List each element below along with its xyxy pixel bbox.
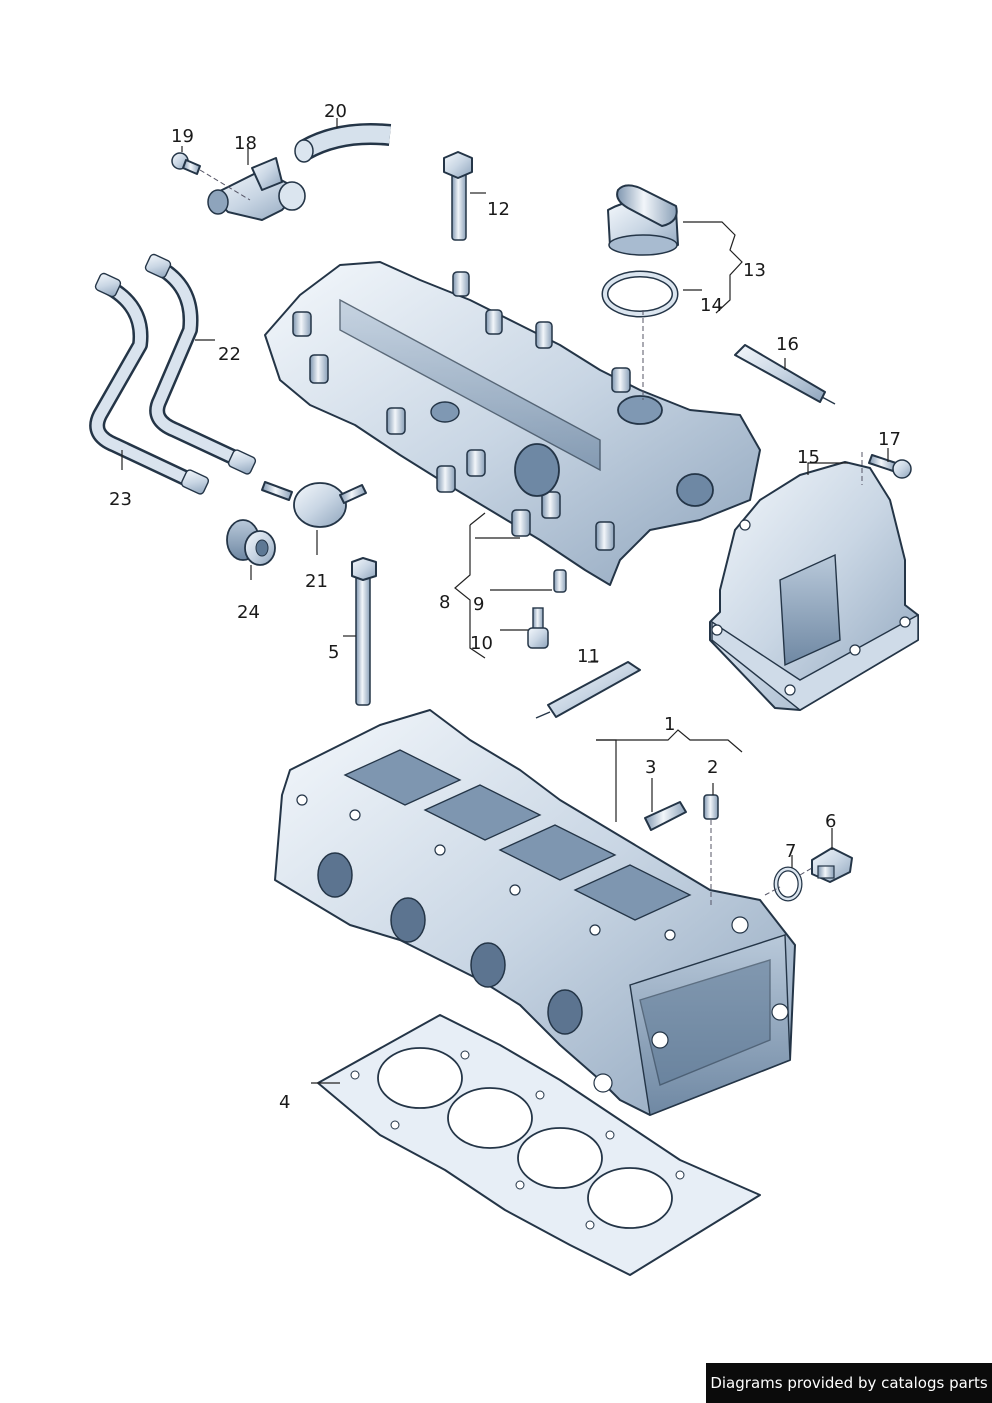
callout-4: 4 [279,1092,290,1113]
cover-bosses [292,271,631,551]
bolt-19 [171,152,201,175]
callout-labels: 1 2 3 4 5 6 7 8 9 10 11 12 13 14 15 16 1… [109,101,901,1113]
valve-21 [261,481,367,528]
assembly-lines [199,169,863,905]
intake-ports [317,852,583,1035]
bolt-17 [868,454,912,479]
sealant-tube-11 [535,661,641,719]
bolt-12 [443,151,473,241]
head-bolt-holes [296,794,789,1093]
callout-17: 17 [878,429,901,450]
dowel-2 [703,794,719,820]
callout-6: 6 [825,811,836,832]
bolt-10 [527,607,549,649]
pipe-23 [89,272,210,495]
head-gasket [317,1014,761,1276]
hose-20 [294,123,392,163]
stud-3 [644,801,687,831]
callout-3: 3 [645,757,656,778]
timing-cover [709,461,919,711]
callout-20: 20 [324,101,347,122]
callout-23: 23 [109,489,132,510]
callout-13: 13 [743,260,766,281]
seal-ring-7 [773,866,803,902]
callout-9: 9 [473,594,484,615]
cap-seal [601,270,679,318]
cylinder-head [274,709,796,1116]
camshaft-housing [264,261,761,586]
callout-15: 15 [797,447,820,468]
sealant-tube-16 [734,344,836,405]
callout-14: 14 [700,295,723,316]
callout-8: 8 [439,592,450,613]
callout-2: 2 [707,757,718,778]
callout-21: 21 [305,571,328,592]
credit-banner: Diagrams provided by catalogs parts [706,1363,992,1403]
valve-pockets [343,749,692,921]
callout-10: 10 [470,633,493,654]
callout-5: 5 [328,642,339,663]
callout-18: 18 [234,133,257,154]
callout-1: 1 [664,714,675,735]
callout-22: 22 [218,344,241,365]
bolt-5 [351,557,377,706]
callout-16: 16 [776,334,799,355]
callout-12: 12 [487,199,510,220]
grommet-24 [226,519,276,566]
leader-lines [121,118,889,1084]
plug-6 [811,847,853,883]
callout-11: 11 [577,646,600,667]
callout-19: 19 [171,126,194,147]
t-connector-18 [207,157,306,221]
pin-9 [553,569,567,593]
pipe-22 [144,253,257,475]
oil-filler-cap [607,184,679,256]
callout-7: 7 [785,841,796,862]
callout-24: 24 [237,602,260,623]
